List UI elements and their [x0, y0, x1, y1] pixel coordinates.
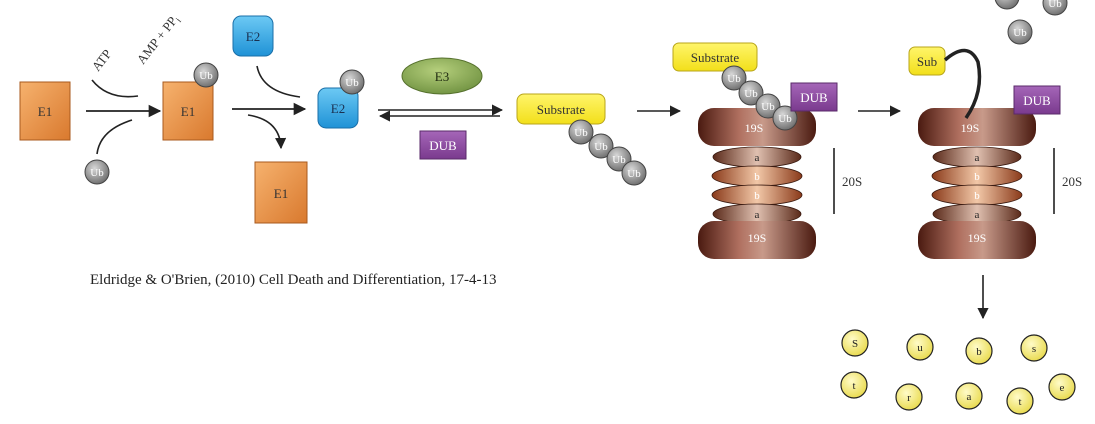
svg-text:u: u: [917, 342, 923, 354]
ub-free: Ub: [84, 159, 110, 185]
svg-text:19S: 19S: [745, 121, 764, 135]
arrow-atp-amp: [91, 79, 139, 98]
e1-released: E1: [254, 161, 308, 224]
svg-text:b: b: [974, 190, 980, 202]
atp-label: ATP: [89, 46, 115, 73]
svg-text:Ub: Ub: [744, 88, 758, 100]
fragment: b: [965, 337, 993, 365]
citation: Eldridge & O'Brien, (2010) Cell Death an…: [90, 272, 497, 288]
svg-text:Ub: Ub: [612, 154, 626, 166]
arrow-ub-in: [96, 119, 133, 155]
svg-text:b: b: [974, 171, 980, 183]
fragment: e: [1048, 373, 1076, 401]
fragment: u: [906, 333, 934, 361]
dub-free: DUB: [419, 130, 467, 160]
proteasome-docking: 19S a b b a 19S 20S Substrate Ub Ub Ub U…: [672, 42, 862, 259]
fragment: t: [840, 371, 868, 399]
svg-text:Ub: Ub: [594, 141, 608, 153]
fragment: t: [1006, 387, 1034, 415]
svg-text:20S: 20S: [842, 174, 862, 189]
svg-text:Substrate: Substrate: [537, 102, 586, 117]
svg-text:b: b: [976, 346, 982, 358]
svg-text:Ub: Ub: [627, 168, 641, 180]
svg-text:a: a: [755, 152, 760, 164]
svg-text:E1: E1: [181, 104, 195, 119]
e1-free: E1: [19, 81, 71, 141]
svg-text:Ub: Ub: [90, 167, 104, 179]
svg-text:E2: E2: [331, 101, 345, 116]
proteasome-degrading: 19S a b b a 19S 20S Sub DUB: [908, 46, 1082, 259]
svg-text:t: t: [852, 380, 855, 392]
e3-ligase: E3: [401, 57, 483, 95]
svg-text:20S: 20S: [1062, 174, 1082, 189]
fragment: r: [895, 383, 923, 411]
svg-text:a: a: [967, 391, 972, 403]
svg-text:a: a: [755, 209, 760, 221]
fragment: S: [841, 329, 869, 357]
svg-text:b: b: [754, 171, 760, 183]
unfolded-chain: [943, 48, 982, 119]
substrate-polyub: Substrate Ub Ub Ub Ub: [516, 93, 647, 186]
svg-text:Ub: Ub: [778, 113, 792, 125]
e1-free-label: E1: [38, 104, 52, 119]
svg-text:r: r: [907, 392, 911, 404]
svg-text:E2: E2: [246, 29, 260, 44]
fragment: a: [955, 382, 983, 410]
svg-text:DUB: DUB: [1023, 93, 1051, 108]
svg-text:Ub: Ub: [345, 77, 359, 89]
peptide-fragments: S u b s t r a t: [840, 329, 1076, 415]
svg-text:E3: E3: [435, 69, 449, 84]
ub-chain: Ub Ub Ub Ub: [568, 119, 647, 186]
svg-text:Ub: Ub: [1013, 27, 1027, 39]
svg-text:Ub: Ub: [1048, 0, 1062, 10]
svg-text:19S: 19S: [968, 231, 987, 245]
e2-ub-complex: E2 Ub: [317, 69, 365, 129]
amp-pp-label: AMP + PPi: [134, 11, 184, 68]
svg-text:DUB: DUB: [429, 138, 457, 153]
svg-text:Sub: Sub: [917, 54, 937, 69]
svg-text:a: a: [975, 209, 980, 221]
e1-ub-complex: E1 Ub: [162, 62, 219, 141]
e2-free: E2: [232, 15, 274, 57]
svg-text:Ub: Ub: [574, 127, 588, 139]
fragment: s: [1020, 334, 1048, 362]
svg-text:E1: E1: [274, 186, 288, 201]
svg-text:a: a: [975, 152, 980, 164]
svg-text:Substrate: Substrate: [691, 50, 740, 65]
svg-text:19S: 19S: [748, 231, 767, 245]
svg-text:Ub: Ub: [199, 70, 213, 82]
arrow-e2-in: [256, 65, 301, 98]
svg-text:b: b: [754, 190, 760, 202]
arrow-e1-release: [247, 114, 287, 150]
svg-text:s: s: [1032, 343, 1036, 355]
svg-text:Ub: Ub: [727, 73, 741, 85]
svg-text:t: t: [1018, 396, 1021, 408]
released-ubiquitins: Ub Ub: [994, 0, 1068, 45]
svg-text:e: e: [1060, 382, 1065, 394]
svg-text:Ub: Ub: [761, 101, 775, 113]
svg-text:DUB: DUB: [800, 90, 828, 105]
svg-text:S: S: [852, 338, 858, 350]
svg-text:19S: 19S: [961, 121, 980, 135]
